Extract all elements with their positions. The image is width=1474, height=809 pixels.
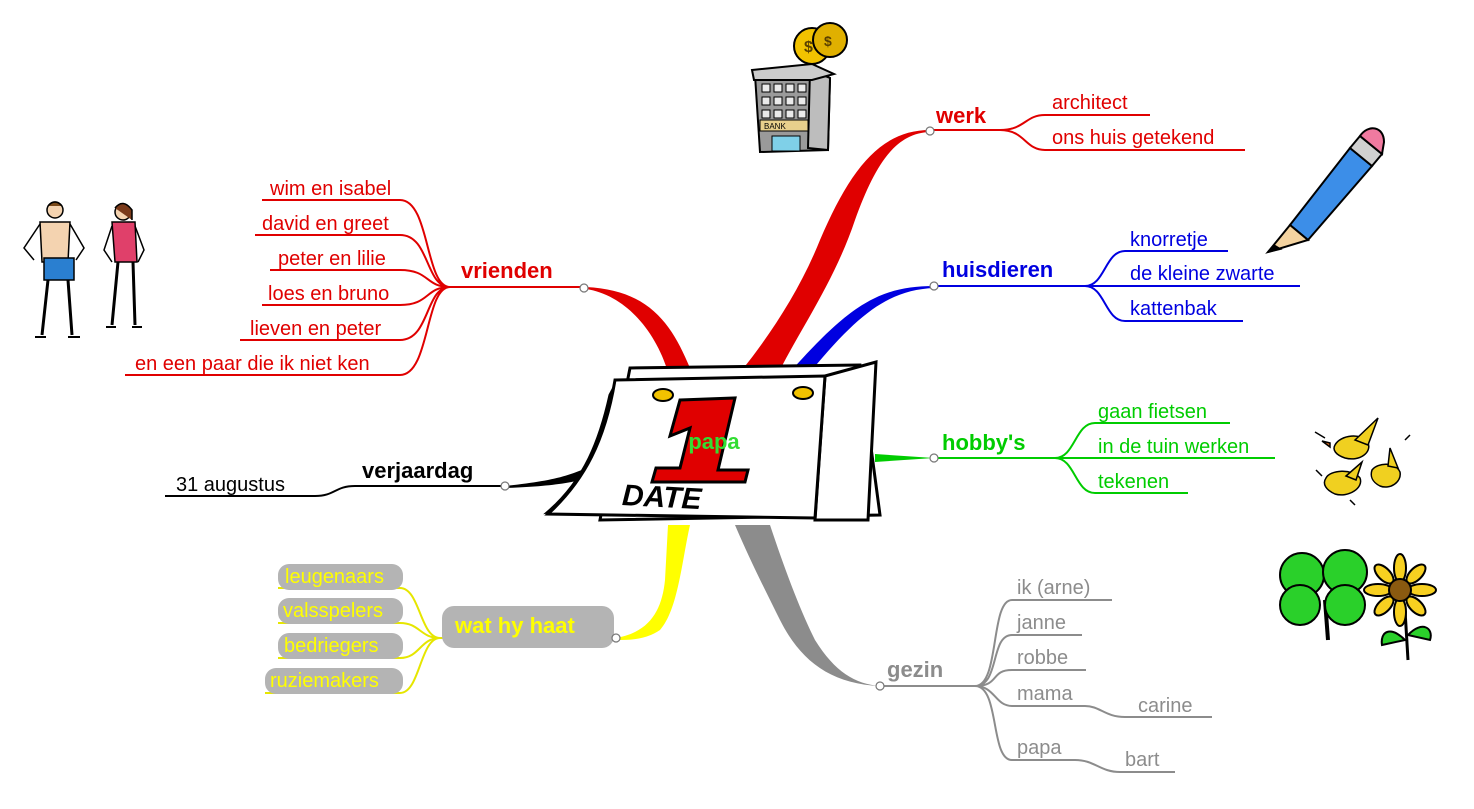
calendar-ring-right (792, 386, 814, 400)
svg-text:$: $ (824, 33, 832, 49)
wat-hy-haat-child-1-bg (278, 564, 403, 590)
branch-hobbys-trunk (875, 454, 934, 462)
main-branches (505, 130, 934, 686)
pencil-icon (1265, 127, 1386, 254)
bank-building-icon: BANK $ $ (750, 22, 848, 154)
vrienden-child-6[interactable]: en een paar die ik niet ken (135, 353, 370, 375)
vrienden-child-1[interactable]: wim en isabel (269, 178, 391, 200)
gezin-child-1[interactable]: ik (arne) (1017, 577, 1090, 599)
branch-vrienden-trunk (586, 287, 690, 372)
huisdieren-child-3[interactable]: kattenbak (1130, 298, 1218, 320)
werk-child-1[interactable]: architect (1052, 92, 1128, 114)
vrienden-child-2[interactable]: david en greet (262, 213, 389, 235)
wat-hy-haat-sublines (265, 587, 441, 694)
huisdieren-child-2[interactable]: de kleine zwarte (1130, 263, 1275, 285)
calendar-number-shape (650, 396, 750, 484)
branch-huisdieren: huisdieren knorretje de kleine zwarte ka… (929, 229, 1300, 322)
hobbys-child-3[interactable]: tekenen (1098, 471, 1169, 493)
wat-hy-haat-child-4-bg (265, 668, 403, 694)
branch-hobbys-node[interactable] (929, 453, 939, 463)
gezin-sublines (974, 599, 1212, 773)
wat-hy-haat-child-3-bg (278, 633, 403, 659)
branch-wat-hy-haat-trunk (616, 525, 690, 640)
branch-gezin: gezin ik (arne) janne robbe mama carine … (875, 577, 1212, 773)
svg-text:$: $ (804, 39, 813, 56)
branch-werk-trunk (742, 130, 930, 370)
gezin-grandchild-papa[interactable]: bart (1125, 749, 1160, 771)
gezin-child-5[interactable]: papa (1017, 737, 1062, 759)
vrienden-sublines (125, 199, 451, 376)
huisdieren-child-1[interactable]: knorretje (1130, 229, 1208, 251)
branch-vrienden-label[interactable]: vrienden (461, 258, 553, 283)
branch-vrienden: vrienden wim en isabel david en greet pe… (125, 178, 589, 376)
vrienden-child-5[interactable]: lieven en peter (250, 318, 382, 340)
wat-hy-haat-child-2-bg (278, 598, 403, 624)
gezin-grandchild-mama[interactable]: carine (1138, 695, 1192, 717)
hobbys-child-2[interactable]: in de tuin werken (1098, 436, 1249, 458)
verjaardag-child-1[interactable]: 31 augustus (176, 474, 285, 496)
vrienden-child-4[interactable]: loes en bruno (268, 283, 389, 305)
gezin-child-2[interactable]: janne (1016, 612, 1066, 634)
branch-verjaardag-label[interactable]: verjaardag (362, 458, 473, 483)
bank-sign: BANK (764, 122, 786, 131)
gezin-child-4[interactable]: mama (1017, 683, 1073, 705)
branch-verjaardag-connector (165, 485, 505, 497)
hobbys-child-1[interactable]: gaan fietsen (1098, 401, 1207, 423)
branch-huisdieren-label[interactable]: huisdieren (942, 257, 1053, 282)
branch-huisdieren-trunk (792, 286, 934, 370)
central-calendar: DATE papa (543, 360, 882, 522)
calendar-ring-left (652, 388, 674, 402)
wat-hy-haat-child-4[interactable]: ruziemakers (270, 670, 379, 692)
branch-wat-hy-haat: wat hy haat leugenaars valsspelers bedri… (265, 564, 621, 694)
branch-verjaardag: verjaardag 31 augustus (165, 458, 510, 497)
branch-werk-label[interactable]: werk (935, 103, 987, 128)
hobbys-sublines (1054, 422, 1275, 494)
birds-icon (1314, 417, 1411, 506)
branch-werk: werk architect ons huis getekend (925, 92, 1245, 151)
werk-child-2[interactable]: ons huis getekend (1052, 127, 1214, 149)
huisdieren-sublines (1084, 250, 1300, 322)
gezin-child-3[interactable]: robbe (1017, 647, 1068, 669)
branch-hobbys-label[interactable]: hobby's (942, 430, 1025, 455)
branch-verjaardag-node[interactable] (500, 481, 510, 491)
calendar-word: DATE (621, 479, 703, 516)
center-label[interactable]: papa (688, 429, 740, 454)
branch-vrienden-node[interactable] (579, 283, 589, 293)
werk-sublines (999, 114, 1245, 151)
wat-hy-haat-child-3[interactable]: bedriegers (284, 635, 379, 657)
branch-gezin-label[interactable]: gezin (887, 657, 943, 682)
branch-gezin-node[interactable] (875, 681, 885, 691)
clover-and-sunflower-icon (1279, 549, 1437, 661)
people-swimwear-icon (23, 201, 145, 338)
branch-wat-hy-haat-label[interactable]: wat hy haat (454, 613, 575, 638)
branch-wat-hy-haat-node[interactable] (611, 633, 621, 643)
wat-hy-haat-child-2[interactable]: valsspelers (283, 600, 383, 622)
branch-wat-hy-haat-bg (442, 606, 614, 648)
branch-gezin-trunk (735, 525, 880, 686)
vrienden-child-3[interactable]: peter en lilie (278, 248, 386, 270)
branch-huisdieren-node[interactable] (929, 281, 939, 291)
wat-hy-haat-child-1[interactable]: leugenaars (285, 566, 384, 588)
branch-hobbys: hobby's gaan fietsen in de tuin werken t… (929, 401, 1275, 494)
branch-werk-node[interactable] (925, 126, 935, 136)
